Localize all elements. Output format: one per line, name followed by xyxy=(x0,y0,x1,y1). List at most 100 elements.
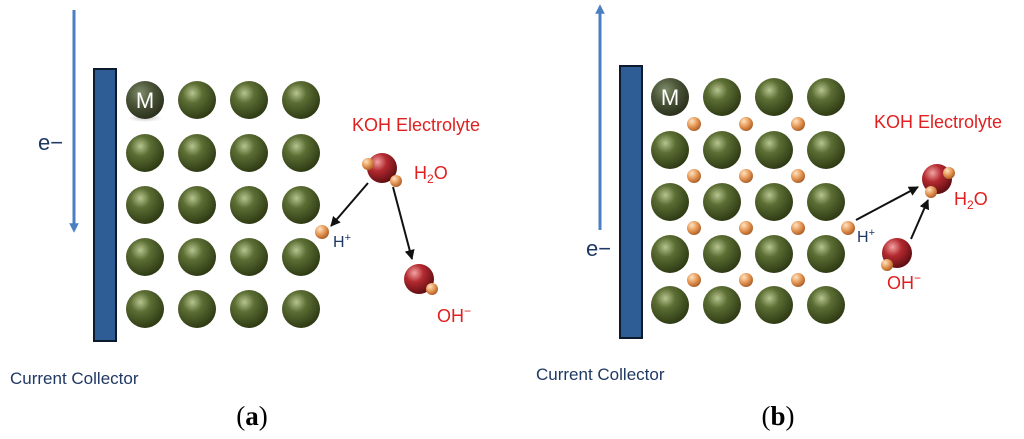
atom-row xyxy=(651,286,845,324)
hydrogen-atom xyxy=(925,186,937,198)
panel-a: e− M xyxy=(10,10,480,431)
metal-atom xyxy=(807,131,845,169)
current-collector xyxy=(93,68,117,342)
hydrogen-atom xyxy=(390,175,402,187)
water-label: H2O xyxy=(414,163,448,186)
reaction-arrow-to-hydroxide xyxy=(392,186,415,260)
metal-atom xyxy=(755,131,793,169)
metal-atom xyxy=(807,235,845,273)
hydrogen-atom xyxy=(687,169,701,183)
hydrogen-atom xyxy=(687,221,701,235)
hydroxide-ion xyxy=(881,238,912,271)
hydrogen-atom xyxy=(881,259,893,271)
atom-row: M xyxy=(126,81,320,122)
metal-atom xyxy=(703,286,741,324)
metal-atom xyxy=(651,183,689,221)
metal-atom xyxy=(282,134,320,172)
metal-atom xyxy=(651,131,689,169)
metal-atom xyxy=(282,238,320,276)
atom-row xyxy=(126,290,320,328)
collector-label: Current Collector xyxy=(536,365,665,384)
proton-label: H+ xyxy=(857,227,875,246)
metal-atom xyxy=(230,290,268,328)
caption-b: (b) xyxy=(761,401,794,431)
atom-row xyxy=(126,134,320,172)
metal-atom xyxy=(126,290,164,328)
atom-row xyxy=(651,131,845,169)
metal-atom xyxy=(282,81,320,119)
atom-row: M xyxy=(651,78,845,116)
oxygen-atom xyxy=(367,153,397,183)
hydrogen-atom xyxy=(687,117,701,131)
hydrogen-atom xyxy=(739,273,753,287)
water-molecule xyxy=(362,153,402,187)
hydrogen-atom xyxy=(791,273,805,287)
atom-row xyxy=(126,186,320,224)
reaction-arrow-to-proton xyxy=(330,182,369,227)
hydroxide-label: OH− xyxy=(437,304,471,326)
hydrogen-atom xyxy=(943,167,955,179)
electron-label: e− xyxy=(38,130,63,155)
metal-lattice: M xyxy=(126,81,320,328)
metal-atom xyxy=(178,290,216,328)
hydrogen-atom xyxy=(841,221,855,235)
metal-atom xyxy=(651,286,689,324)
metal-atom xyxy=(230,186,268,224)
electrolyte-label: KOH Electrolyte xyxy=(874,112,1002,132)
metal-atom xyxy=(703,183,741,221)
hydrogen-atom xyxy=(362,158,374,170)
water-molecule xyxy=(922,164,955,198)
metal-atom xyxy=(703,78,741,116)
metal-atom xyxy=(703,131,741,169)
electron-label: e− xyxy=(586,236,611,261)
metal-atom xyxy=(703,235,741,273)
panel-b: e− M xyxy=(536,4,1002,431)
metal-atom xyxy=(755,183,793,221)
hydrogen-atom xyxy=(426,283,438,295)
proton-label: H+ xyxy=(333,232,351,251)
metal-atom xyxy=(807,286,845,324)
metal-atom xyxy=(126,186,164,224)
metal-label: M xyxy=(136,88,154,113)
caption-a: (a) xyxy=(236,401,268,431)
metal-atom xyxy=(126,134,164,172)
metal-atom xyxy=(230,81,268,119)
collector-label: Current Collector xyxy=(10,369,139,388)
metal-atom xyxy=(807,78,845,116)
hydrogen-atom xyxy=(687,273,701,287)
current-collector xyxy=(619,65,643,339)
oxygen-atom xyxy=(404,264,434,294)
absorbed-hydrogen xyxy=(687,117,855,287)
reaction-arrow-to-water xyxy=(855,186,919,221)
metal-atom xyxy=(230,238,268,276)
hydrogen-atom xyxy=(791,221,805,235)
metal-atom xyxy=(126,238,164,276)
hydroxide-ion xyxy=(404,264,438,295)
metal-atom xyxy=(178,186,216,224)
metal-atom xyxy=(807,183,845,221)
metal-atom xyxy=(755,78,793,116)
atom-row xyxy=(651,235,845,273)
metal-atom xyxy=(282,186,320,224)
hydrogen-atom xyxy=(791,169,805,183)
metal-atom-labeled xyxy=(126,81,164,119)
hydrogen-atom xyxy=(791,117,805,131)
metal-label: M xyxy=(661,85,679,110)
metal-atom xyxy=(651,235,689,273)
metal-atom xyxy=(178,238,216,276)
metal-atom-labeled xyxy=(651,78,689,116)
hydrogen-atom xyxy=(739,117,753,131)
hydrogen-atom xyxy=(739,221,753,235)
metal-atom xyxy=(282,290,320,328)
proton xyxy=(315,225,329,239)
reaction-arrow-to-water xyxy=(910,199,929,240)
metal-atom xyxy=(230,134,268,172)
hydroxide-label: OH− xyxy=(887,271,921,293)
atom-row xyxy=(651,183,845,221)
metal-atom xyxy=(178,81,216,119)
water-label: H2O xyxy=(954,189,988,212)
atom-row xyxy=(126,238,320,276)
metal-lattice: M xyxy=(651,78,845,324)
metal-atom xyxy=(178,134,216,172)
